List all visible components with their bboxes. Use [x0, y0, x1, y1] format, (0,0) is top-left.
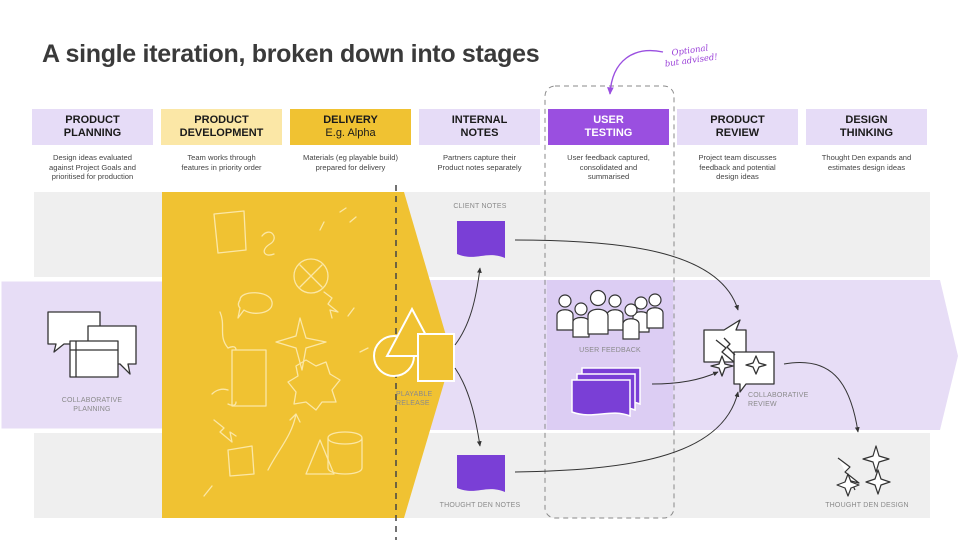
desc-line: against Project Goals and	[49, 162, 136, 172]
collaborative-review-label: COLLABORATIVE REVIEW	[748, 391, 818, 409]
stage-header-product-development: PRODUCT DEVELOPMENT	[161, 109, 282, 145]
stage-desc-product-development: Team works through features in priority …	[161, 153, 282, 172]
stage-header-internal-notes: INTERNAL NOTES	[419, 109, 540, 145]
stage-desc-product-review: Project team discusses feedback and pote…	[677, 153, 798, 182]
stage-desc-user-testing: User feedback captured, consolidated and…	[548, 153, 669, 182]
desc-line: User feedback captured,	[567, 153, 650, 162]
stage-header-design-thinking: DESIGN THINKING	[806, 109, 927, 145]
desc-line: estimates design ideas	[827, 162, 906, 172]
stage-desc-design-thinking: Thought Den expands and estimates design…	[806, 153, 927, 172]
thought-den-notes-document-icon	[457, 455, 505, 492]
stage-header-delivery: DELIVERY E.g. Alpha	[290, 109, 411, 145]
stage-title: PRODUCT	[194, 114, 249, 126]
stage-title: DELIVERY	[323, 114, 378, 126]
desc-line: Materials (eg playable build)	[303, 153, 398, 162]
people-icon	[556, 289, 664, 340]
sketch-doodles-icon	[203, 207, 369, 497]
development-block	[162, 192, 452, 518]
stage-header-user-testing: USER TESTING	[548, 109, 669, 145]
desc-line: Design ideas evaluated	[53, 153, 132, 162]
stage-title: USER	[593, 114, 624, 126]
stage-title: INTERNAL	[451, 114, 508, 126]
flow-arrows	[454, 239, 860, 473]
document-stack-icon	[571, 367, 641, 418]
user-testing-frame	[544, 85, 675, 519]
stage-title-2: THINKING	[839, 127, 894, 139]
desc-line: features in priority order	[181, 162, 262, 172]
thought-den-notes-label: THOUGHT DEN NOTES	[439, 502, 521, 509]
stage-title-2: REVIEW	[715, 127, 760, 139]
stage-title: PRODUCT	[710, 114, 765, 126]
desc-line: Product notes separately	[437, 162, 522, 172]
client-notes-label: CLIENT NOTES	[453, 203, 507, 210]
collaborative-planning-label: COLLABORATIVE PLANNING	[42, 396, 142, 414]
stage-desc-product-planning: Design ideas evaluated against Project G…	[32, 153, 153, 182]
stage-title: DESIGN	[845, 114, 888, 126]
desc-line: Project team discusses	[698, 153, 777, 162]
stage-header-product-review: PRODUCT REVIEW	[677, 109, 798, 145]
desc-line: Thought Den expands and	[821, 153, 912, 162]
desc-line: Team works through	[187, 153, 256, 162]
sparkles-icon	[836, 445, 891, 497]
stage-title-2: DEVELOPMENT	[179, 127, 264, 139]
desc-line: feedback and potential	[699, 162, 776, 172]
stage-desc-internal-notes: Partners capture their Product notes sep…	[419, 153, 540, 172]
stage-desc-delivery: Materials (eg playable build) prepared f…	[290, 153, 411, 172]
desc-line: Partners capture their	[442, 153, 517, 162]
stage-title: PRODUCT	[65, 114, 120, 126]
desc-line: design ideas	[716, 172, 759, 181]
label-line: REVIEW	[748, 401, 777, 408]
stage-title-2: NOTES	[460, 127, 499, 139]
label-line: PLANNING	[73, 406, 111, 413]
label-line: RELEASE	[396, 400, 430, 407]
thought-den-design-label: THOUGHT DEN DESIGN	[825, 502, 909, 509]
desc-line: prepared for delivery	[315, 162, 386, 172]
shapes-icon	[373, 306, 455, 382]
label-line: COLLABORATIVE	[61, 397, 123, 404]
stage-header-product-planning: PRODUCT PLANNING	[32, 109, 153, 145]
curved-arrow-icon	[607, 50, 664, 95]
stage-title-2: PLANNING	[63, 127, 122, 139]
stage-title-2: E.g. Alpha	[325, 127, 376, 139]
page-title: A single iteration, broken down into sta…	[42, 40, 540, 68]
user-feedback-label: USER FEEDBACK	[579, 347, 641, 354]
desc-line: prioritised for production	[51, 172, 134, 181]
chat-bubbles-icon	[47, 311, 137, 378]
label-line: COLLABORATIVE	[748, 392, 809, 399]
client-notes-document-icon	[457, 221, 505, 258]
label-line: PLAYABLE	[396, 391, 433, 398]
desc-line: consolidated and	[579, 162, 638, 172]
review-chat-icon	[703, 319, 775, 393]
playable-release-label: PLAYABLE RELEASE	[396, 390, 446, 408]
stage-title-2: TESTING	[584, 127, 633, 139]
desc-line: summarised	[587, 172, 630, 181]
